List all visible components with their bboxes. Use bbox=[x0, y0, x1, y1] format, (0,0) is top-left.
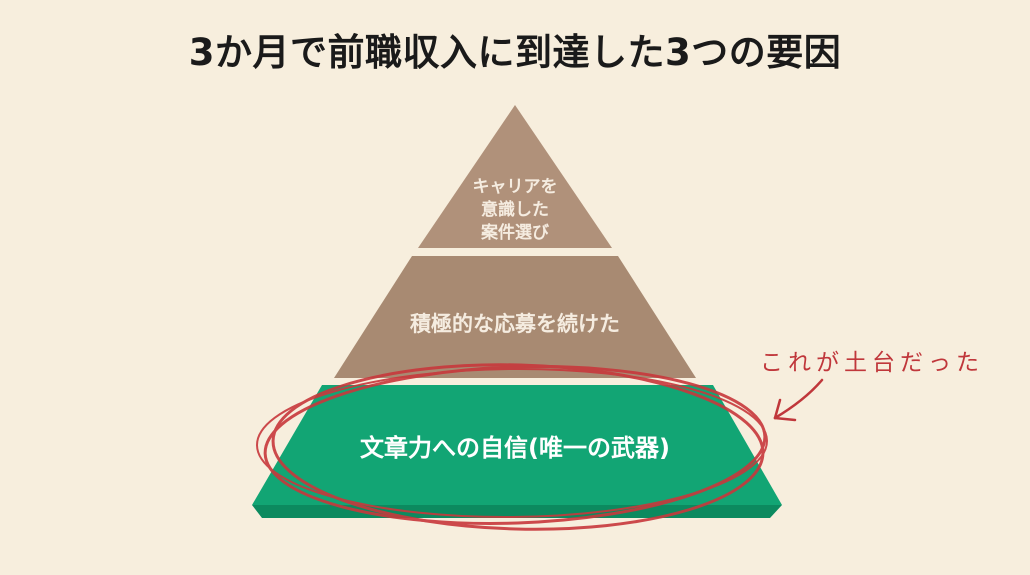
pyramid-level-middle bbox=[334, 256, 696, 378]
label-line: 意識した bbox=[481, 200, 549, 220]
arrow-icon bbox=[773, 378, 824, 422]
pyramid-label-middle: 積極的な応募を続けた bbox=[410, 312, 620, 336]
pyramid-label-bottom: 文章力への自信(唯一の武器) bbox=[360, 434, 670, 462]
pyramid-level-top bbox=[418, 105, 612, 248]
label-line: 案件選び bbox=[481, 223, 549, 243]
pyramid-label-top: キャリアを 意識した 案件選び bbox=[440, 176, 590, 245]
highlight-circle bbox=[256, 363, 768, 531]
label-line: キャリアを bbox=[472, 177, 558, 197]
page-title: 3か月で前職収入に到達した3つの要因 bbox=[188, 31, 842, 74]
pyramid-level-bottom bbox=[252, 385, 782, 505]
annotation-note: これが土台だった bbox=[760, 350, 984, 376]
